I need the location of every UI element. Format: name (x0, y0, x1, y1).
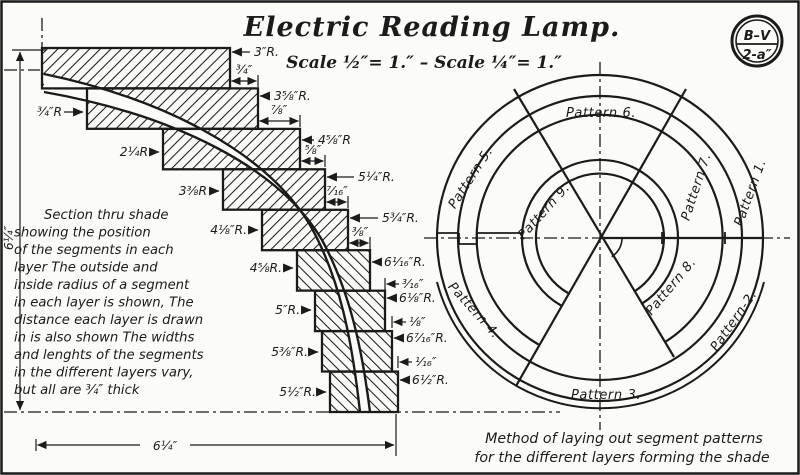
note-line: of the segments in each (14, 243, 174, 258)
radius-label: 5½″R. (279, 385, 316, 399)
badge-top: B–V (744, 29, 771, 44)
width-dimension: 6¼″ (35, 414, 397, 456)
radius-label: 6⅛″R. (399, 291, 436, 305)
ring-circle-3 (475, 113, 724, 346)
layer-4 (223, 169, 325, 210)
radius-label: 5″R. (275, 303, 300, 317)
diagram-caption: Method of laying out segment patterns fo… (474, 431, 770, 466)
note-line: in the different layers vary, (14, 366, 193, 381)
note-line: in is also shown The widths (14, 331, 195, 346)
caption-line: Method of laying out segment patterns (485, 431, 763, 447)
note-line: but all are ¾″ thick (14, 383, 141, 398)
inset-dim: ⅜″ (352, 225, 369, 239)
radius-label: 5¾″R. (382, 211, 419, 225)
note-line: and lenghts of the segments (14, 348, 204, 363)
pattern-label: Pattern 1. (732, 157, 770, 228)
radius-label: ¾″R (37, 105, 62, 119)
radius-label: 4⅝″R (318, 133, 351, 147)
inset-dim: ³⁄₁₆″ (402, 277, 424, 291)
ring-circle-5 (534, 172, 666, 294)
note-line: showing the position (14, 226, 151, 241)
caption-line: for the different layers forming the sha… (474, 450, 770, 466)
inside-radius-labels: ¾″R 2¼R 3⅜R 4⅛″R. 4⅝R. 5″R. 5⅜″R. 5½″R. (37, 105, 327, 399)
inset-dim: ¾″ (236, 63, 253, 77)
height-dim-label: 6¼″ (2, 225, 16, 250)
section-view: 6¼″ 6¼″ ¾″R 2¼R 3⅜R 4⅛″R. 4⅝R. 5″R. 5⅜″R… (2, 18, 560, 456)
inset-dim: ⅛″ (409, 315, 426, 329)
outer-rim-double-line (436, 281, 765, 410)
section-layer-hatching (42, 48, 398, 412)
note-line: inside radius of a segment (14, 278, 190, 293)
pattern-label: Pattern 7. (679, 151, 715, 222)
radius-label: 5⅜″R. (271, 345, 308, 359)
pattern-label: Pattern 5. (446, 145, 497, 212)
pattern-label: Pattern 3. (571, 388, 641, 403)
inset-dimensions: ¾″ ⅞″ ⅝″ ⁷⁄₁₆″ ⅜″ ³⁄₁₆″ ⅛″ ¹⁄₁₆″ (229, 63, 437, 369)
ring-circle-4 (520, 158, 680, 307)
radius-label: 4⅛″R. (210, 223, 247, 237)
angle-arc (611, 237, 623, 258)
inset-dim: ⅝″ (305, 143, 322, 157)
radius-label: 4⅝R. (250, 261, 282, 275)
pattern-label: Pattern 8. (643, 255, 700, 318)
inset-dim: ⁷⁄₁₆″ (326, 184, 348, 198)
inset-dim: ¹⁄₁₆″ (415, 355, 437, 369)
radius-label: 6⁷⁄₁₆″R. (406, 331, 448, 345)
radius-label: 5¼″R. (358, 170, 395, 184)
radius-label: 6½″R. (412, 373, 449, 387)
height-dimension: 6¼″ (2, 49, 46, 411)
inset-dim: ⅞″ (271, 103, 288, 117)
radial-lines (513, 88, 763, 387)
note-line: in each layer is shown, The (14, 296, 194, 311)
drawing-number-badge: B–V 2-a″ (730, 14, 784, 68)
note-line: Section thru shade (44, 208, 168, 223)
note-line: layer The outside and (14, 261, 158, 276)
radius-label: 3⅝″R. (274, 89, 311, 103)
pattern-label: Pattern 6. (566, 106, 636, 121)
pattern-diagram: Pattern 6. Pattern 5. Pattern 9. Pattern… (424, 62, 790, 466)
radius-label: 3″R. (254, 45, 279, 59)
pattern-label: Pattern 9. (515, 181, 573, 243)
outside-radius-labels: 3″R. 3⅝″R. 4⅝″R 5¼″R. 5¾″R. 6¹⁄₁₆″R. 6⅛″… (231, 45, 449, 387)
radius-label: 6¹⁄₁₆″R. (384, 255, 426, 269)
scale-note: Scale ½″= 1.″ – Scale ¼″= 1.″ (286, 53, 562, 73)
note-line: distance each layer is drawn (14, 313, 203, 328)
badge-bottom: 2-a″ (742, 48, 771, 63)
segment-joints (437, 232, 726, 245)
radius-label: 3⅜R (179, 184, 207, 198)
width-dim-label: 6¼″ (153, 439, 178, 453)
section-note: Section thru shade showing the position … (14, 208, 204, 398)
radius-label: 2¼R (120, 145, 148, 159)
drawing-title: Electric Reading Lamp. (243, 12, 621, 43)
outer-profile-curve (43, 90, 372, 413)
